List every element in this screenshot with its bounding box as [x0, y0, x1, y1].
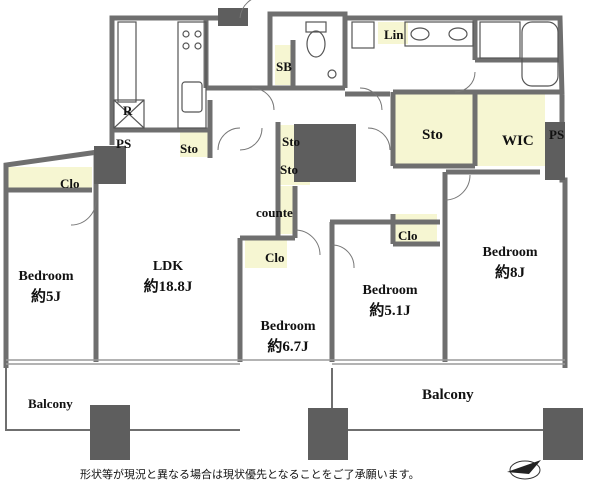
label-sto-hall-1: Sto: [282, 134, 301, 149]
column-sw: [90, 405, 130, 460]
door-arc: [359, 87, 383, 111]
label-wic: WIC: [502, 133, 534, 149]
sto-kitchen-area: [180, 132, 208, 157]
column-se: [543, 408, 583, 460]
label-clo-mid: Clo: [398, 228, 418, 243]
room-name: Bedroom: [482, 245, 538, 260]
column-sm: [308, 408, 348, 460]
door-arc: [331, 244, 355, 269]
stove-burner: [194, 42, 202, 50]
door-swings: [70, 0, 476, 269]
basin-icon: [410, 27, 430, 41]
south-windows: [6, 359, 565, 365]
room-area: 約8J: [494, 264, 525, 281]
label-clo-west: Clo: [60, 176, 80, 191]
label-clo-center: Clo: [265, 250, 285, 265]
door-arc: [251, 87, 275, 111]
sink: [181, 81, 203, 113]
column-hall: [294, 124, 356, 182]
door-arc: [444, 174, 471, 201]
back-counter: [117, 21, 137, 103]
north-arrow-icon: [507, 460, 541, 480]
columns: [90, 8, 583, 460]
sb-area: [275, 45, 293, 85]
stove-burner: [182, 42, 190, 50]
label-sto-hall-2: Sto: [280, 162, 299, 177]
counter-area: [278, 186, 295, 234]
room-area: 約5J: [30, 288, 61, 305]
wic-area: [477, 94, 545, 166]
room-bedroom-mid: Bedroom 約5.1J: [350, 282, 430, 321]
door-arc: [367, 127, 391, 151]
bath-floor: [479, 21, 521, 59]
clo-mid-area: [395, 214, 437, 244]
disclaimer-note: 形状等が現況と異なる場合は現状優先となることをご了承願います。: [80, 468, 420, 481]
clo-west-area: [6, 167, 92, 190]
room-area: 約5.1J: [369, 302, 411, 319]
door-arc: [70, 199, 97, 226]
door-arc: [217, 127, 241, 151]
room-area: 約18.8J: [143, 278, 193, 295]
room-name: Bedroom: [362, 283, 418, 298]
toilet-bowl: [306, 30, 326, 58]
column-center-top: [218, 8, 248, 26]
door-arc: [294, 229, 321, 256]
room-area: 約6.7J: [267, 338, 309, 355]
storage-large: [395, 94, 475, 166]
label-lin: Lin: [384, 27, 404, 42]
label-ps-right: PS: [549, 127, 565, 142]
washer: [351, 21, 375, 49]
kitchen-counter: [177, 21, 207, 129]
label-ps-left: PS: [116, 136, 132, 151]
label-refrigerator: R: [123, 103, 133, 118]
room-name: Bedroom: [260, 319, 316, 334]
basin-icon: [448, 27, 468, 41]
drain-icon: [327, 69, 337, 79]
door-arc: [239, 0, 252, 19]
room-bedroom-center: Bedroom 約6.7J: [246, 318, 330, 357]
label-balcony-west: Balcony: [28, 396, 73, 411]
column-nw: [94, 146, 126, 184]
balconies: [5, 368, 565, 431]
lin-area: [378, 22, 408, 44]
label-sb: SB: [276, 59, 292, 74]
stove-burner: [182, 30, 190, 38]
label-balcony-east: Balcony: [422, 387, 474, 403]
label-counter: counte: [256, 205, 293, 220]
toilet-tank: [305, 21, 327, 33]
label-sto-kitchen: Sto: [180, 141, 199, 156]
room-name: Bedroom: [18, 269, 74, 284]
bathtub: [521, 21, 559, 87]
fixtures: [113, 21, 559, 129]
room-bedroom-east: Bedroom 約8J: [470, 244, 550, 283]
room-ldk: LDK 約18.8J: [128, 258, 208, 297]
vanity: [404, 21, 474, 47]
stove-burner: [194, 30, 202, 38]
door-arc: [454, 71, 476, 93]
column-ne: [545, 122, 565, 180]
clo-center-area: [245, 238, 287, 268]
door-arc: [239, 127, 263, 151]
room-bedroom-west: Bedroom 約5J: [6, 268, 86, 307]
refrigerator: [113, 99, 145, 129]
room-name: LDK: [152, 259, 184, 274]
label-sto-large: Sto: [422, 127, 443, 143]
storage-areas: [6, 22, 545, 268]
